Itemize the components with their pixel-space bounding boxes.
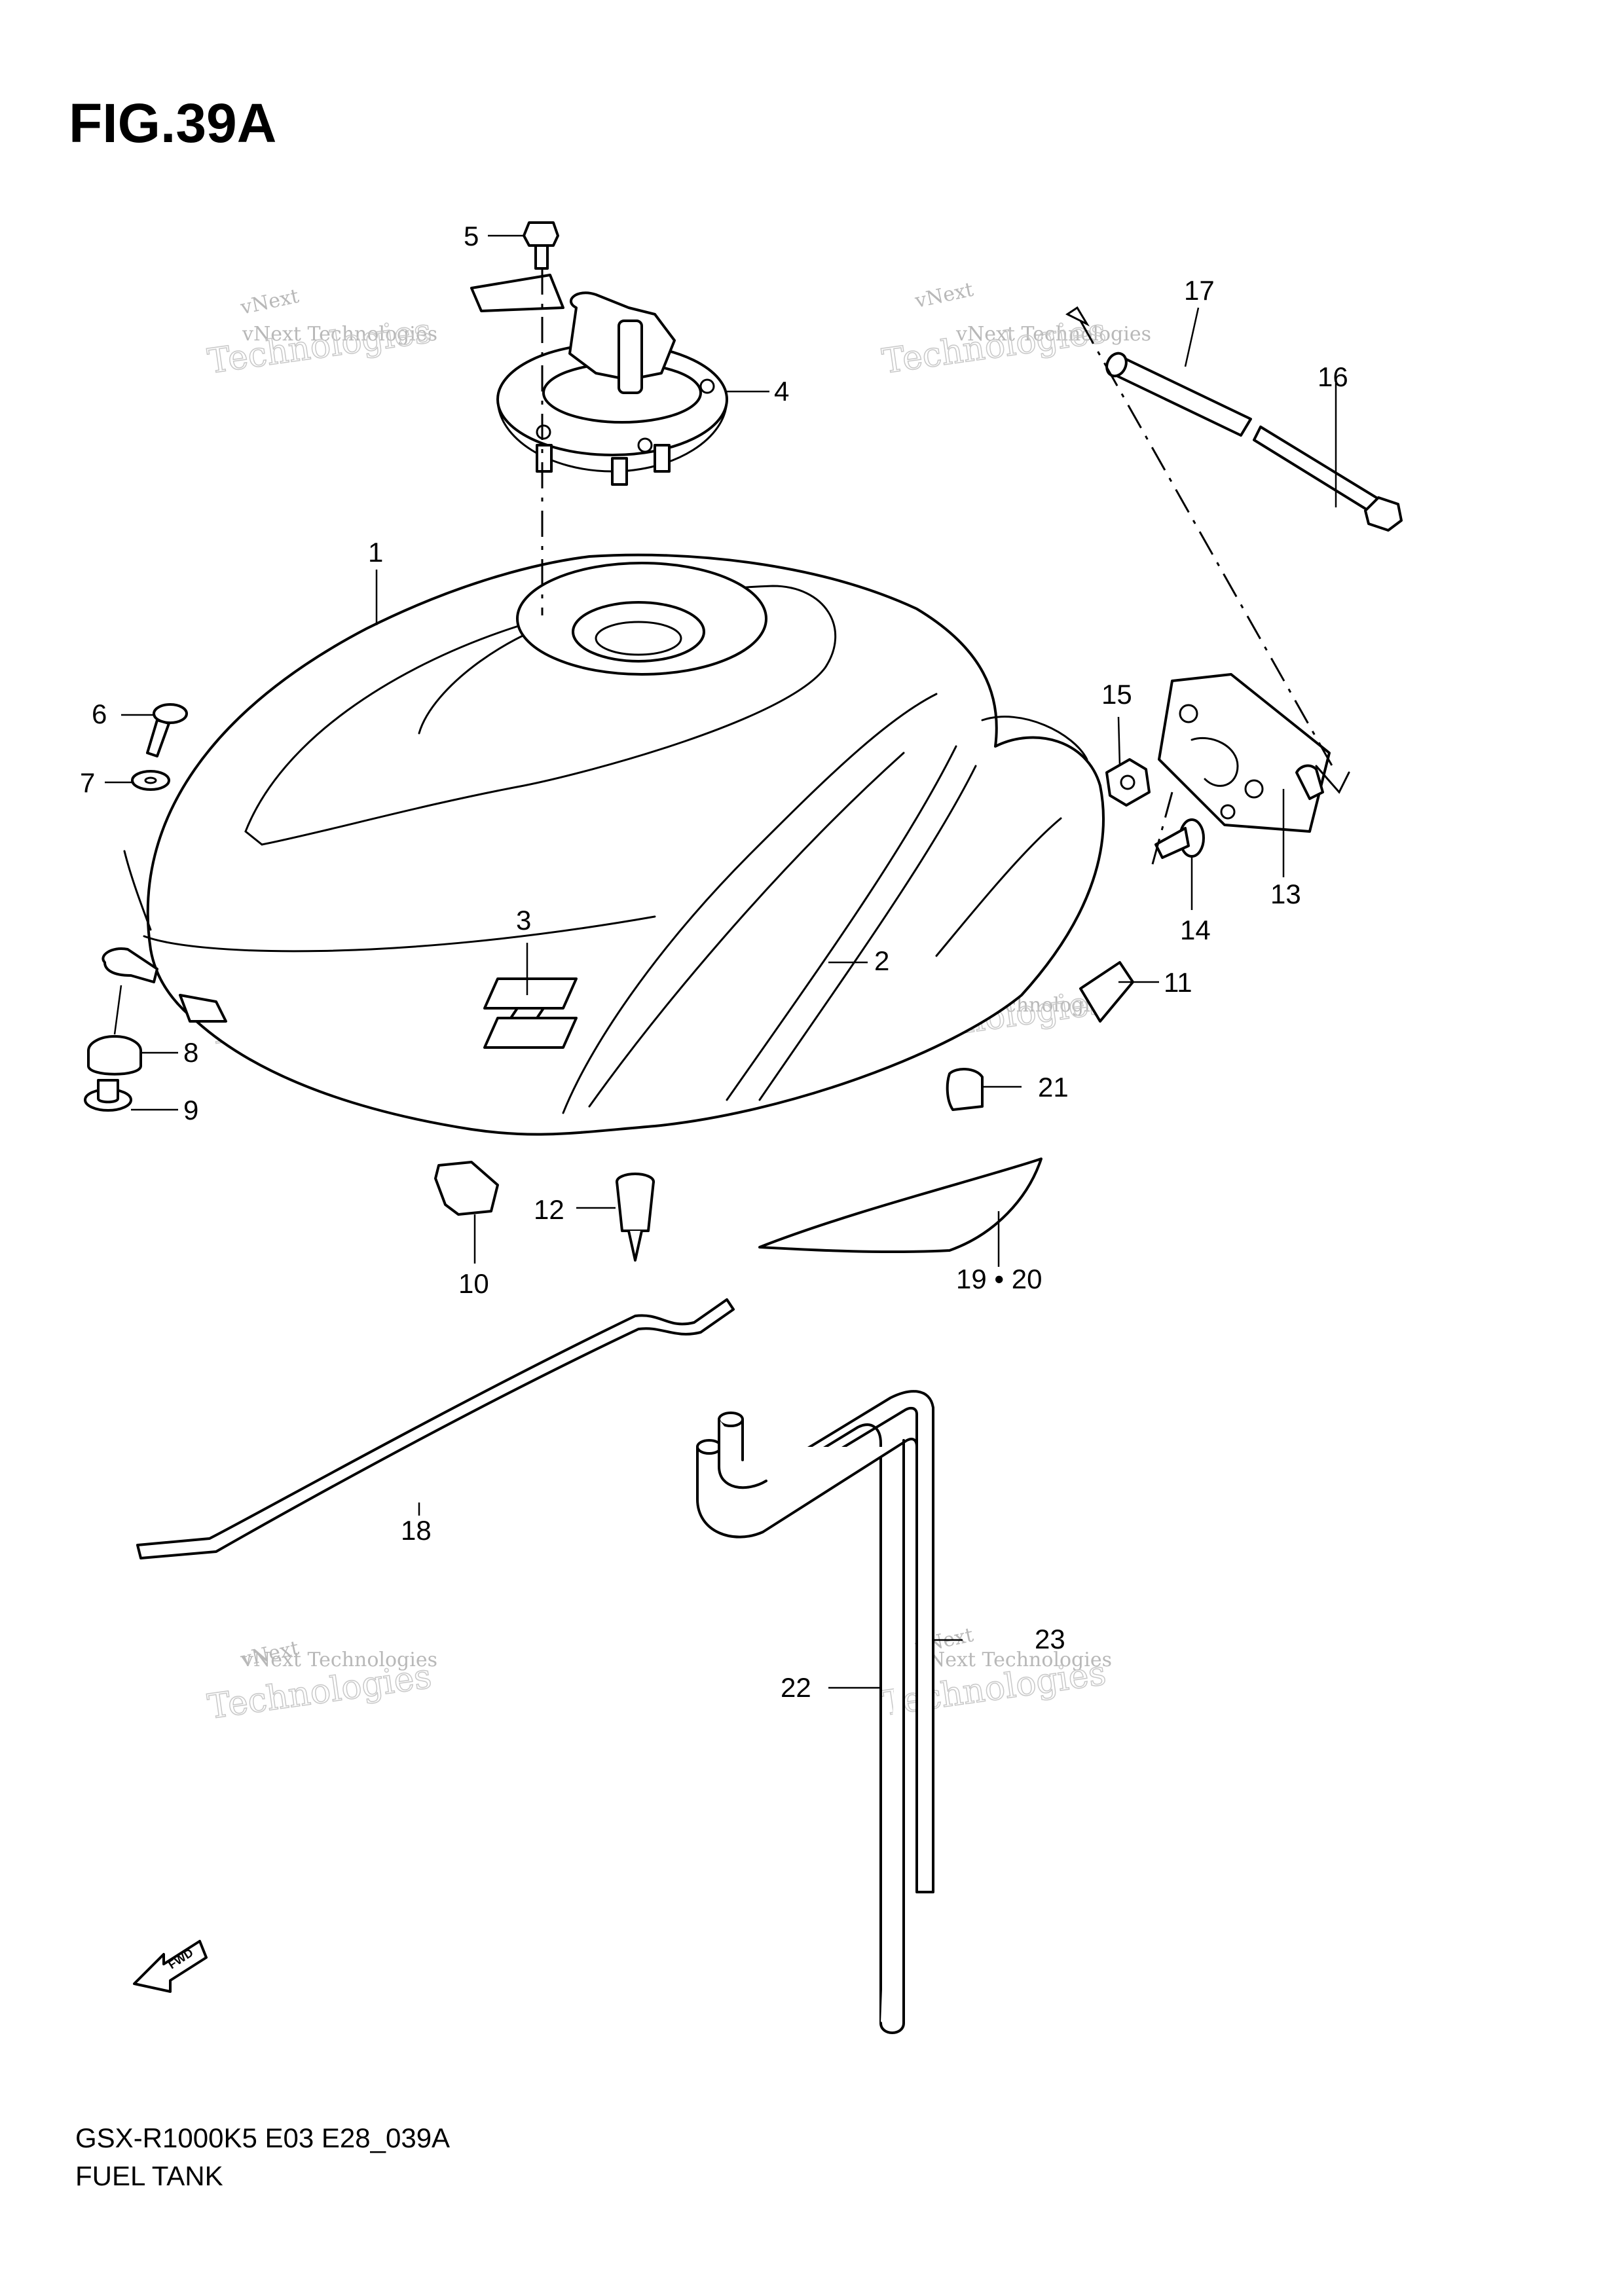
fuel-cap-assembly [470,274,728,486]
callout-15: 15 [1101,679,1132,710]
callout-18: 18 [401,1515,432,1546]
watermark-small: vNext Technologies [242,1649,437,1671]
callout-4: 4 [774,376,789,407]
callout-11: 11 [1164,967,1192,998]
bracket-13 [1158,673,1331,833]
fuel-tank-body [101,553,1105,1136]
hose-22-23 [696,1390,934,2034]
callout-14: 14 [1180,915,1211,945]
watermark: vNext vNext Technologies Technologies [879,1624,1112,1724]
callout-10: 10 [458,1268,489,1299]
side-trim-19-20 [758,1157,1043,1254]
collar-17 [1105,352,1252,437]
callout-22: 22 [781,1672,811,1703]
callout-5: 5 [464,221,479,251]
callout-12: 12 [534,1194,564,1225]
callout-16: 16 [1318,361,1348,392]
filler-neck [572,601,705,663]
leader-lines [105,234,1337,1689]
callout-21: 21 [1038,1072,1069,1102]
screw-6 [146,703,188,757]
tank-emblem [483,977,578,1049]
callout-3: 3 [516,905,531,936]
cushion-21 [946,1068,984,1111]
callout-13: 13 [1270,879,1301,909]
cap-bolt [523,221,559,270]
callout-23: 23 [1035,1624,1065,1654]
rod-18 [136,1298,735,1559]
washer-7 [131,770,170,791]
callout-6: 6 [92,699,107,729]
callout-17: 17 [1184,275,1215,306]
watermark: vNext vNext Technologies Technologies [205,285,437,382]
model-code: GSX-R1000K5 E03 E28_039A [75,2123,451,2153]
callout-9: 9 [183,1095,198,1125]
nut-15 [1105,758,1151,807]
figure-title: FIG.39A [69,92,277,154]
axis-lines [541,268,1350,865]
diagram-caption: FUEL TANK [75,2160,223,2191]
callout-2: 2 [874,945,889,976]
watermark-small: vNext Technologies [916,1649,1112,1671]
cushion-12 [616,1173,655,1262]
cushion-10 [434,1161,499,1216]
cushion-8 [87,1035,142,1076]
callout-1: 1 [368,537,383,568]
callout-19-20: 19 • 20 [956,1264,1042,1294]
watermark-small: vNext Technologies [955,323,1151,346]
watermark-top: vNext [912,278,975,313]
bolt-14 [1154,818,1205,859]
watermark-top: vNext [238,285,301,319]
watermark-big: Technologies [205,312,434,382]
collar-9 [84,1079,132,1112]
callout-labels: 5 4 1 6 7 3 2 8 9 11 21 12 10 19 • 20 15… [80,221,1348,1703]
watermark: vNext vNext Technologies Technologies [205,1637,437,1728]
callout-8: 8 [183,1037,198,1068]
fwd-arrow-icon: FWD [133,1940,208,1993]
watermark-big: Technologies [879,312,1108,382]
callout-7: 7 [80,767,95,798]
bolt-16 [1253,426,1403,532]
watermark-small: vNext Technologies [242,323,437,346]
